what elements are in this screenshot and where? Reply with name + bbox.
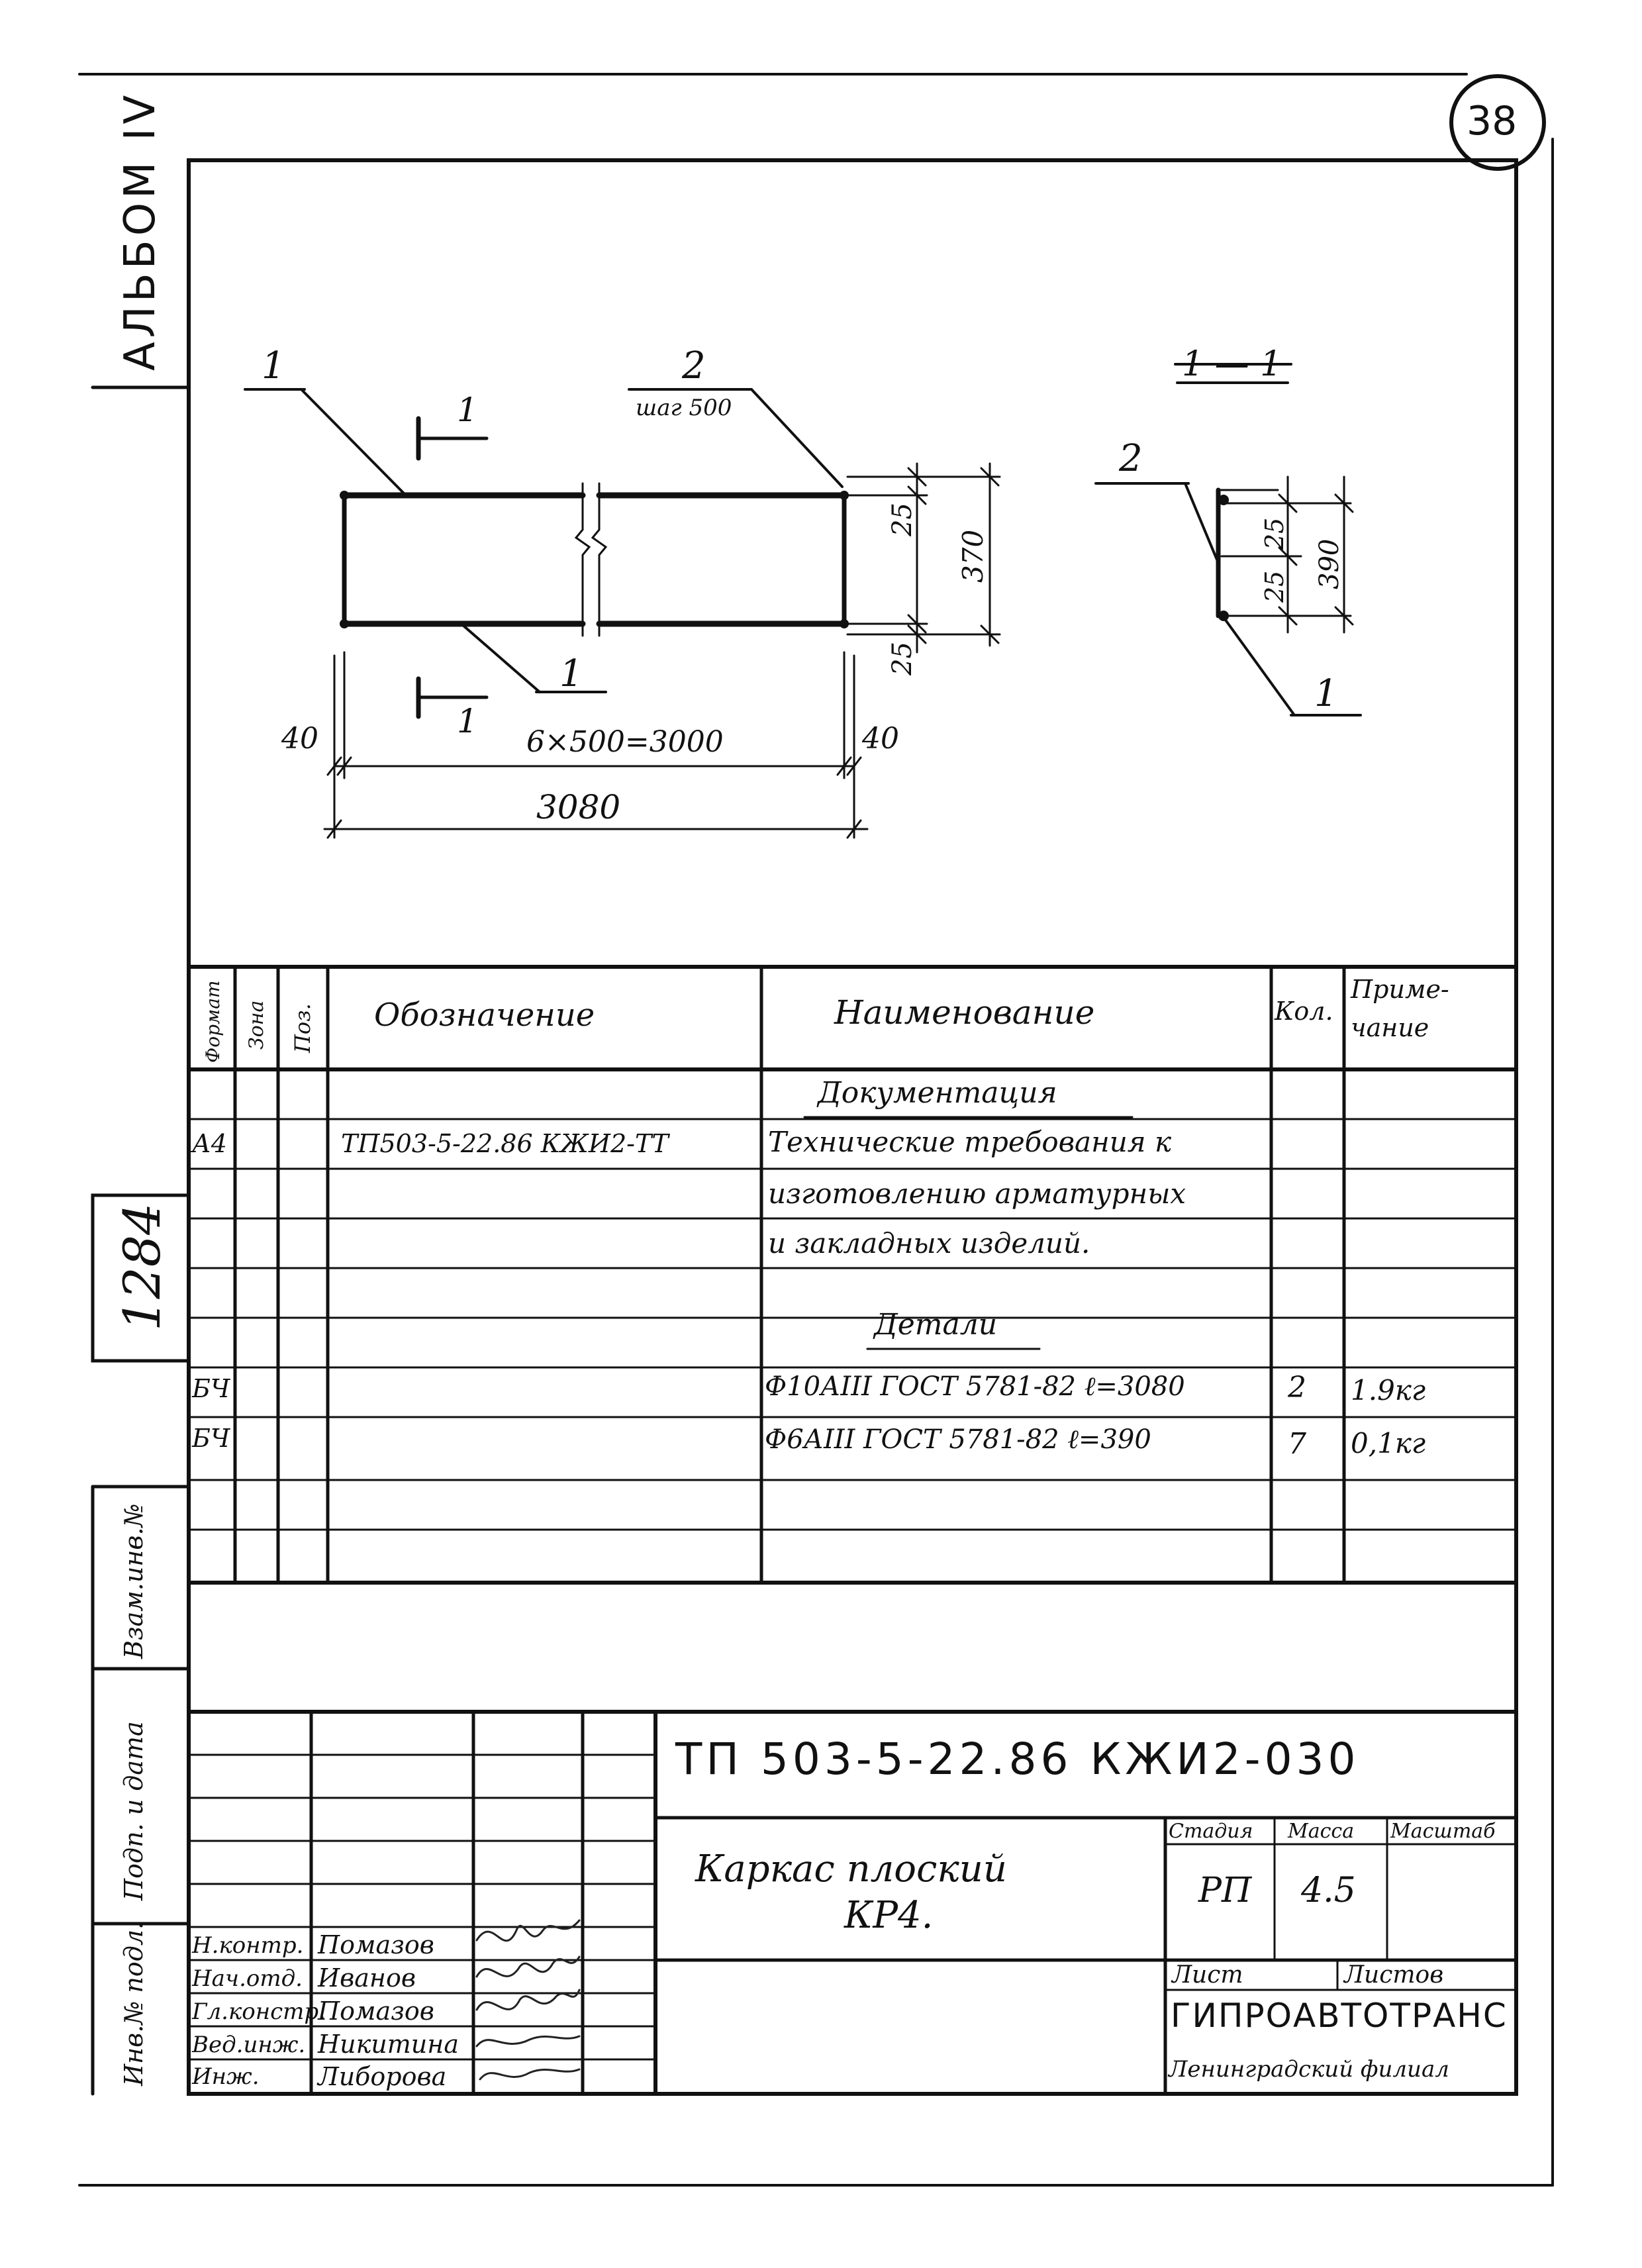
row-1-name: Технические требования к [768, 1126, 1172, 1158]
inventory-number: 1284 [113, 1203, 171, 1331]
callout-step: шаг 500 [636, 395, 732, 421]
side-label-vzam-inv: Взам.инв.№ [119, 1503, 148, 1659]
signer-role: Инж. [192, 2063, 260, 2090]
signer-name: Помазов [318, 1930, 434, 1959]
col-header-note: Приме-чание [1351, 975, 1449, 1042]
col-header-designation: Обозначение [374, 997, 595, 1034]
signer-name: Либорова [318, 2062, 447, 2091]
row-6-format: БЧ [192, 1424, 230, 1453]
signer-name: Никитина [318, 2030, 459, 2059]
stage-label: Стадия [1169, 1820, 1253, 1843]
callout-pos-1-bottom: 1 [559, 652, 583, 695]
dim-right-end: 40 [862, 722, 899, 756]
stage-value: РП [1198, 1871, 1252, 1910]
signer-role: Нач.отд. [192, 1965, 303, 1992]
row-2-name: изготовлению арматурных [768, 1177, 1186, 1210]
title-line-2: КР4. [844, 1894, 934, 1937]
dim-spacing: 6×500=3000 [526, 725, 724, 759]
signer-name: Помазов [318, 1997, 434, 2026]
row-6-note: 0,1кг [1351, 1427, 1426, 1459]
section-callout-1: 1 [1314, 672, 1338, 715]
mass-label: Масса [1288, 1820, 1355, 1843]
section-dim-25a: 25 [1260, 517, 1289, 550]
side-label-inv-podl: Инв.№ подл. [119, 1921, 148, 2086]
sheets-label: Листов [1344, 1961, 1444, 1989]
section-title: 1 — 1 [1182, 344, 1282, 384]
section-dim-total: 390 [1314, 538, 1345, 589]
side-label-podp-data: Подп. и дата [119, 1721, 148, 1900]
row-5-format: БЧ [192, 1374, 230, 1403]
dim-total-length: 3080 [536, 788, 621, 826]
row-1-format: А4 [192, 1129, 227, 1158]
row-5-qty: 2 [1288, 1371, 1306, 1405]
section-mark-top: 1 [457, 391, 478, 429]
dim-right-total: 370 [957, 529, 989, 583]
row-6-qty: 7 [1288, 1427, 1306, 1461]
scale-label: Масштаб [1390, 1820, 1496, 1843]
signer-role: Гл.констр. [192, 1998, 326, 2025]
row-1-designation: ТП503-5-22.86 КЖИ2-ТТ [341, 1129, 669, 1158]
col-header-name: Наименование [834, 993, 1095, 1032]
row-5-note: 1.9кг [1351, 1374, 1426, 1406]
branch: Ленинградский филиал [1169, 2056, 1449, 2083]
sheet-label: Лист [1172, 1961, 1243, 1989]
sheet-number: 38 [1467, 98, 1518, 144]
signer-name: Иванов [318, 1963, 416, 1993]
section-callout-2: 2 [1119, 437, 1143, 480]
dim-right-top: 25 [887, 503, 918, 536]
row-0-name: Документация [818, 1076, 1057, 1110]
signer-role: Н.контр. [192, 1932, 304, 1959]
row-6-name: Ф6АIII ГОСТ 5781-82 ℓ=390 [765, 1424, 1151, 1455]
album-label: АЛЬБОМ IV [116, 91, 165, 371]
col-header-pos: Поз. [290, 1003, 315, 1053]
row-4-name: Детали [874, 1308, 998, 1342]
dim-left-end: 40 [281, 722, 318, 756]
signer-role: Вед.инж. [192, 2032, 306, 2058]
callout-pos-2-top: 2 [682, 344, 706, 387]
mass-value: 4.5 [1301, 1871, 1356, 1910]
row-5-name: Ф10АIII ГОСТ 5781-82 ℓ=3080 [765, 1371, 1185, 1402]
callout-pos-1-top: 1 [262, 344, 285, 387]
organization: ГИПРОАВТОТРАНС [1171, 1997, 1508, 2035]
col-header-format: Формат [202, 980, 224, 1063]
dim-right-bottom: 25 [887, 642, 918, 675]
title-line-1: Каркас плоский [695, 1848, 1007, 1891]
document-code: ТП 503-5-22.86 КЖИ2-030 [675, 1734, 1360, 1785]
section-mark-bottom: 1 [457, 702, 478, 740]
row-3-name: и закладных изделий. [768, 1227, 1090, 1259]
col-header-zone: Зона [245, 1000, 268, 1050]
section-dim-25b: 25 [1260, 570, 1289, 603]
col-header-qty: Кол. [1275, 997, 1333, 1026]
